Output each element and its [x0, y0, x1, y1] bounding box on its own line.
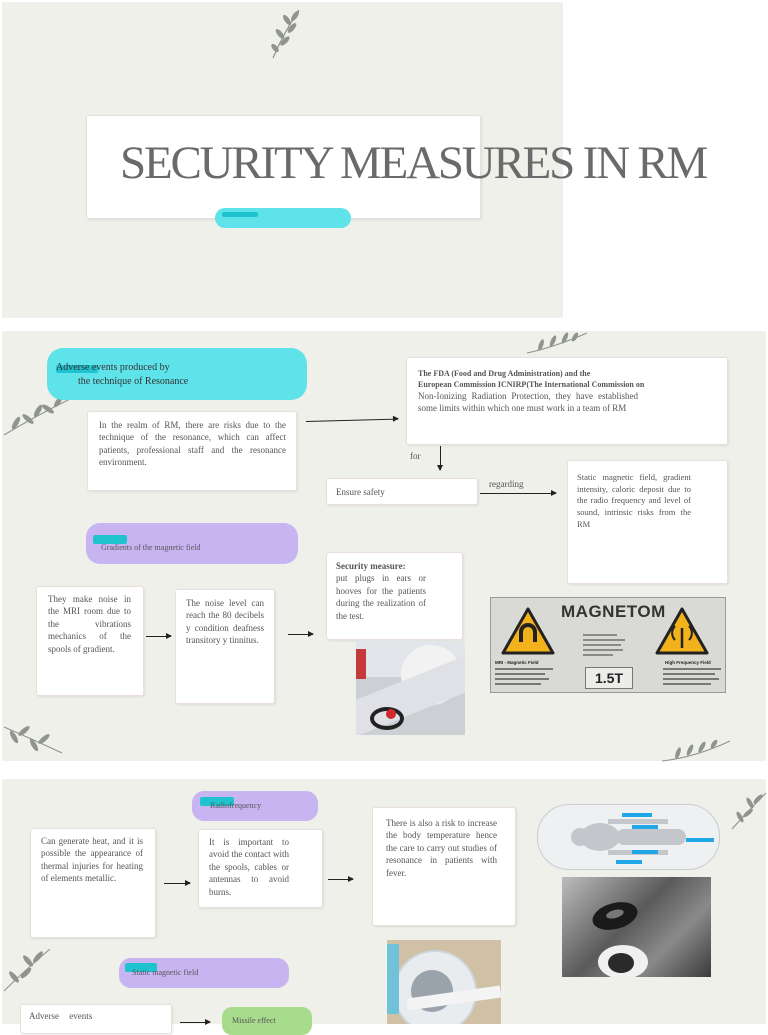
page-title: SECURITY MEASURES IN RM: [120, 137, 708, 189]
fever-risk-card: There is also a risk to increase the bod…: [372, 807, 516, 926]
title-slide: [2, 2, 563, 318]
mri-scanner-photo: [387, 940, 501, 1024]
static-field-highlight: [125, 963, 157, 972]
arrow-right: [480, 490, 557, 496]
leaf-sprig-icon: [3, 948, 51, 992]
leaf-sprig-icon: [526, 332, 588, 354]
adverse-title-line2: the technique of Resonance: [78, 376, 189, 387]
fda-line2: European Commission ICNIRP(The Internati…: [418, 380, 645, 390]
regarding-label: regarding: [489, 479, 524, 489]
radiofrequency-title: Radiofrequency: [210, 801, 262, 810]
gradients-highlight: [93, 535, 127, 544]
static-field-text: Static magnetic field, gradient intensit…: [577, 472, 691, 529]
magnetom-warning-sign: MAGNETOM MRI - Magnetic Field 1.5T High …: [490, 597, 726, 693]
arrow-right: [164, 880, 191, 886]
intro-text: In the realm of RM, there are risks due …: [99, 420, 286, 468]
noise-text: They make noise in the MRI room due to t…: [48, 594, 131, 654]
adverse-events-pill: [47, 348, 307, 400]
title-accent-highlight: [222, 212, 258, 217]
arrow-right: [180, 1019, 211, 1025]
adverse-highlight: [56, 365, 98, 373]
skin-burn-photo: [562, 877, 711, 977]
security-label: Security measure:: [336, 561, 406, 571]
adverse-events-text: Adverse events: [29, 1011, 93, 1021]
sign-right-caption: High Frequency Field: [665, 660, 711, 665]
patient-headphones-photo: [356, 641, 465, 735]
static-field-title: Static magnetic field: [132, 968, 199, 977]
for-label: for: [410, 451, 421, 461]
leaf-sprig-icon: [3, 726, 63, 754]
noise-level-text: The noise level can reach the 80 decibel…: [186, 598, 264, 646]
security-text: put plugs in ears or hooves for the pati…: [336, 573, 426, 621]
noise-level-card: The noise level can reach the 80 decibel…: [175, 589, 275, 704]
adverse-title-line1: Adverse events produced by: [56, 362, 170, 373]
leaf-sprig-icon: [731, 792, 767, 830]
missile-effect-label: Missile effect: [232, 1016, 276, 1025]
leaf-sprig-icon: [661, 739, 731, 762]
intro-card: In the realm of RM, there are risks due …: [87, 411, 297, 491]
heat-text: Can generate heat, and it is possible th…: [41, 836, 143, 884]
sign-brand: MAGNETOM: [561, 602, 666, 621]
radiofrequency-highlight: [200, 797, 234, 806]
ensure-safety-card: Ensure safety: [326, 478, 478, 505]
security-measure-card: Security measure: put plugs in ears or h…: [326, 552, 463, 640]
mri-body-diagram: [537, 804, 720, 870]
leaf-sprig-icon: [3, 396, 71, 436]
arrow-right: [288, 631, 314, 637]
arrow-right: [146, 633, 172, 639]
ensure-safety-text: Ensure safety: [336, 487, 385, 497]
fda-line1: The FDA (Food and Drug Administration) a…: [418, 369, 591, 378]
title-accent-pill: [215, 208, 351, 228]
heat-card: Can generate heat, and it is possible th…: [30, 828, 156, 938]
avoid-burns-card: It is important to avoid the contact wit…: [198, 829, 323, 908]
sign-left-caption: MRI - Magnetic Field: [495, 660, 539, 665]
avoid-text: It is important to avoid the contact wit…: [209, 837, 289, 897]
sign-tesla: 1.5T: [585, 667, 633, 689]
noise-card: They make noise in the MRI room due to t…: [36, 586, 144, 696]
fda-text: Non-Ionizing Radiation Protection, they …: [418, 391, 638, 414]
radiofrequency-pill: [192, 791, 318, 821]
leaf-sprig-icon: [271, 9, 300, 59]
radiofrequency-warning-icon: [655, 607, 709, 655]
arrow-down: [437, 446, 443, 471]
risk-text: There is also a risk to increase the bod…: [386, 818, 497, 878]
arrow-right: [328, 876, 354, 882]
gradients-title: Gradients of the magnetic field: [101, 543, 201, 552]
static-field-card: Static magnetic field, gradient intensit…: [567, 460, 728, 584]
adverse-events-card: Adverse events: [20, 1004, 172, 1034]
magnet-warning-icon: [501, 607, 555, 655]
fda-card: The FDA (Food and Drug Administration) a…: [406, 357, 728, 445]
